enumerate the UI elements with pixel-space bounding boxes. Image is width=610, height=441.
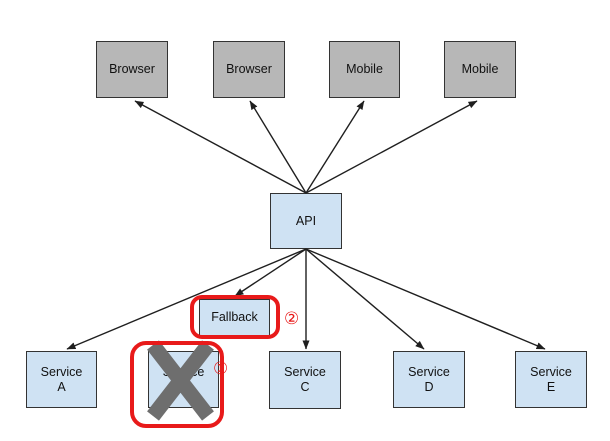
node-mobile-1: Mobile	[329, 41, 400, 98]
arrow-api-to-mobile-2	[305, 100, 478, 194]
node-label: Service	[40, 364, 83, 379]
highlight-box-fallback	[190, 295, 280, 339]
node-service-a: Service A	[26, 351, 97, 408]
arrow-api-to-service-e	[305, 248, 546, 350]
node-label: Browser	[109, 62, 155, 76]
callout-2-badge: ②	[284, 309, 300, 329]
node-label: Service	[530, 364, 572, 379]
arrow-api-to-fallback	[234, 248, 307, 297]
node-label: Mobile	[346, 62, 383, 76]
arrow-api-to-mobile-1	[305, 100, 365, 194]
node-service-e: Service E	[515, 351, 587, 408]
node-sublabel: D	[424, 379, 434, 394]
node-label: API	[295, 213, 317, 228]
node-mobile-2: Mobile	[444, 41, 516, 98]
highlight-box-failed-service	[130, 341, 224, 428]
node-label: Browser	[226, 62, 272, 76]
node-label: Service	[284, 365, 326, 379]
arrow-api-to-browser-1	[134, 100, 307, 194]
node-api: API	[270, 193, 342, 249]
node-label: Mobile	[461, 62, 499, 76]
arrow-api-to-browser-2	[249, 100, 307, 194]
node-browser-2: Browser	[213, 41, 285, 98]
node-service-c: Service C	[269, 351, 341, 409]
node-service-d: Service D	[393, 351, 465, 408]
node-sublabel: A	[57, 379, 66, 394]
arrow-api-to-service-d	[305, 248, 425, 350]
node-label: Service	[408, 364, 450, 379]
node-sublabel: C	[300, 380, 310, 394]
node-sublabel: E	[546, 379, 556, 394]
node-browser-1: Browser	[96, 41, 168, 98]
callout-1-badge: ①	[213, 359, 229, 379]
